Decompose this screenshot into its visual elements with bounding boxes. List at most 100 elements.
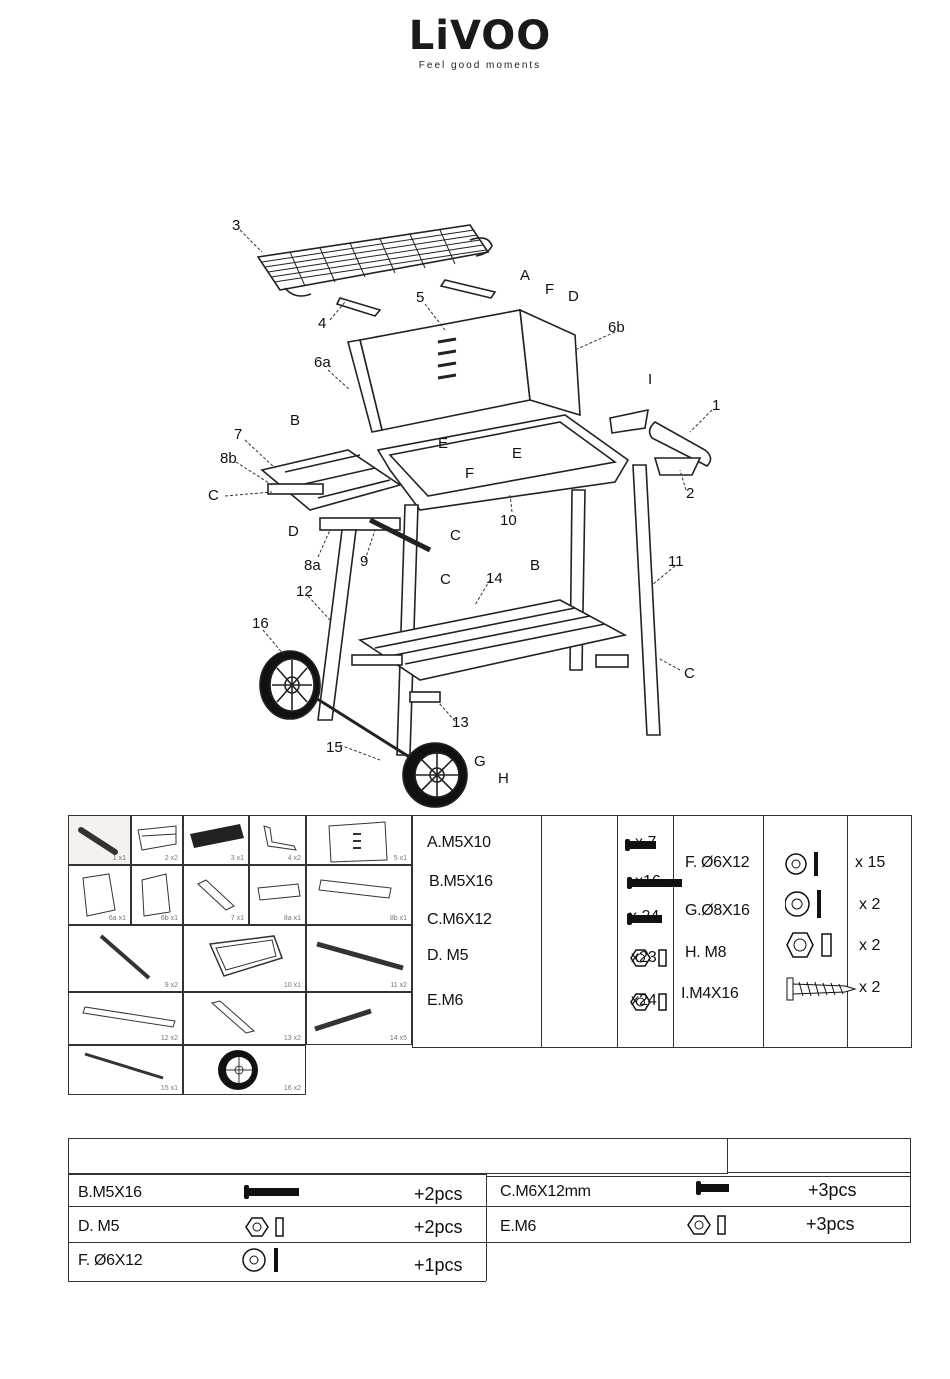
bolt-short-icon bbox=[625, 839, 656, 851]
label-part-2: 2 bbox=[686, 485, 694, 502]
hw-qty-d: x23 bbox=[631, 949, 657, 966]
label-hw-a: A bbox=[520, 267, 530, 284]
washer-6-icon bbox=[785, 852, 818, 876]
label-part-16: 16 bbox=[252, 615, 269, 632]
label-part-8b: 8b bbox=[220, 450, 237, 467]
extra-qty-f: +1pcs bbox=[414, 1255, 463, 1275]
label-part-11: 11 bbox=[668, 553, 684, 570]
extra-label-d: D. M5 bbox=[78, 1218, 120, 1235]
label-hw-c2: C bbox=[450, 527, 461, 544]
extra-qty-c: +3pcs bbox=[808, 1180, 857, 1200]
hw-label-e: E.M6 bbox=[427, 992, 464, 1009]
extra-bolt-c-icon bbox=[696, 1181, 729, 1195]
part-cell-14: 14 x5 bbox=[306, 992, 412, 1045]
part-cell-2: 2 x2 bbox=[131, 815, 183, 865]
wheel-left bbox=[259, 650, 321, 720]
extra-header-box bbox=[68, 1138, 728, 1174]
nut-m6-icon bbox=[630, 993, 667, 1011]
part-cell-7: 7 x1 bbox=[183, 865, 249, 925]
part-cell-6a: 6a x1 bbox=[68, 865, 131, 925]
exploded-assembly-diagram: 3 4 5 6a 6b 1 2 7 8b 8a 9 10 11 12 14 16… bbox=[208, 217, 720, 808]
label-part-12: 12 bbox=[296, 583, 313, 600]
extra-qty-d: +2pcs bbox=[414, 1217, 463, 1237]
grill-grate bbox=[256, 224, 493, 297]
part-cell-15: 15 x1 bbox=[68, 1045, 183, 1095]
parts-grid: 1 x1 2 x2 3 x1 4 x2 5 x1 6a x1 6b x1 bbox=[68, 815, 412, 1095]
extra-label-e: E.M6 bbox=[500, 1218, 537, 1235]
hardware-list: A.M5X10 B.M5X16 C.M6X12 D. M5 E.M6 x 7 x… bbox=[412, 815, 912, 1048]
label-part-7: 7 bbox=[234, 426, 242, 443]
label-part-1: 1 bbox=[712, 397, 720, 414]
part-cell-3: 3 x1 bbox=[183, 815, 249, 865]
part-cell-8b: 8b x1 bbox=[306, 865, 412, 925]
part-cell-16: 16 x2 bbox=[183, 1045, 306, 1095]
extra-washer-f-icon bbox=[242, 1248, 278, 1272]
label-part-4: 4 bbox=[318, 315, 326, 332]
extra-label-b: B.M5X16 bbox=[78, 1184, 142, 1201]
hw-label-c: C.M6X12 bbox=[427, 911, 492, 928]
extra-qty-e: +3pcs bbox=[806, 1214, 855, 1234]
hw-label-b: B.M5X16 bbox=[429, 873, 493, 890]
part-cell-8a: 8a x1 bbox=[249, 865, 306, 925]
label-hw-e2: E bbox=[512, 445, 522, 462]
extra-nut-d-icon bbox=[245, 1217, 284, 1237]
label-part-10: 10 bbox=[500, 512, 517, 529]
washer-8-icon bbox=[785, 890, 821, 918]
part-cell-4: 4 x2 bbox=[249, 815, 306, 865]
label-part-3: 3 bbox=[232, 217, 240, 234]
label-hw-b2: B bbox=[530, 557, 540, 574]
label-part-8a: 8a bbox=[304, 557, 321, 574]
hw-label-i: I.M4X16 bbox=[681, 985, 739, 1002]
hw-label-g: G.Ø8X16 bbox=[685, 902, 750, 919]
extra-bolt-b-icon bbox=[244, 1185, 299, 1199]
extra-label-c: C.M6X12mm bbox=[500, 1183, 591, 1200]
hw-qty-e: x24 bbox=[631, 992, 657, 1009]
label-hw-h: H bbox=[498, 770, 509, 787]
label-hw-c1: C bbox=[208, 487, 219, 504]
bolt-long-icon bbox=[627, 877, 682, 889]
parts-list-table: 1 x1 2 x2 3 x1 4 x2 5 x1 6a x1 6b x1 bbox=[68, 815, 912, 1095]
hw-label-a: A.M5X10 bbox=[427, 834, 491, 851]
label-hw-c3: C bbox=[440, 571, 451, 588]
label-hw-b1: B bbox=[290, 412, 300, 429]
part-cell-9: 9 x2 bbox=[68, 925, 183, 992]
part-cell-1: 1 x1 bbox=[68, 815, 131, 865]
bolt-m6-icon bbox=[627, 913, 662, 925]
nut-m5-icon bbox=[630, 949, 667, 967]
part-cell-12: 12 x2 bbox=[68, 992, 183, 1045]
hw-qty-c: x 24 bbox=[629, 908, 660, 925]
hw-qty-i: x 2 bbox=[859, 979, 881, 996]
extra-label-f: F. Ø6X12 bbox=[78, 1252, 143, 1269]
wood-screw-icon bbox=[786, 977, 857, 1001]
part-cell-11: 11 x2 bbox=[306, 925, 412, 992]
label-hw-f1: F bbox=[545, 281, 554, 298]
extra-hardware-table: B.M5X16 +2pcs C.M6X12mm +3pcs D. M5 +2pc… bbox=[68, 1138, 911, 1282]
extra-nut-e-icon bbox=[687, 1215, 726, 1235]
hw-qty-h: x 2 bbox=[859, 937, 881, 954]
hw-qty-b: x16 bbox=[635, 873, 661, 890]
label-part-13: 13 bbox=[452, 714, 469, 731]
label-part-5: 5 bbox=[416, 289, 424, 306]
part-cell-10: 10 x1 bbox=[183, 925, 306, 992]
nut-m8-icon bbox=[786, 932, 832, 958]
label-hw-e1: E bbox=[438, 435, 448, 452]
label-part-6a: 6a bbox=[314, 354, 331, 371]
label-part-15: 15 bbox=[326, 739, 343, 756]
label-hw-c4: C bbox=[684, 665, 695, 682]
hw-label-h: H. M8 bbox=[685, 944, 727, 961]
label-hw-i: I bbox=[648, 371, 652, 388]
label-hw-d2: D bbox=[288, 523, 299, 540]
brand-logo: LiVOO Feel good moments bbox=[405, 14, 555, 71]
label-hw-f2: F bbox=[465, 465, 474, 482]
label-part-14: 14 bbox=[486, 570, 503, 587]
extra-qty-b: +2pcs bbox=[414, 1184, 463, 1204]
hw-qty-a: x 7 bbox=[635, 834, 657, 851]
hw-qty-f: x 15 bbox=[855, 854, 886, 871]
hw-label-f: F. Ø6X12 bbox=[685, 854, 750, 871]
label-hw-d1: D bbox=[568, 288, 579, 305]
label-part-9: 9 bbox=[360, 553, 368, 570]
part-cell-13: 13 x2 bbox=[183, 992, 306, 1045]
part-cell-6b: 6b x1 bbox=[131, 865, 183, 925]
brand-tagline: Feel good moments bbox=[418, 60, 542, 71]
wheel-right bbox=[402, 742, 468, 808]
